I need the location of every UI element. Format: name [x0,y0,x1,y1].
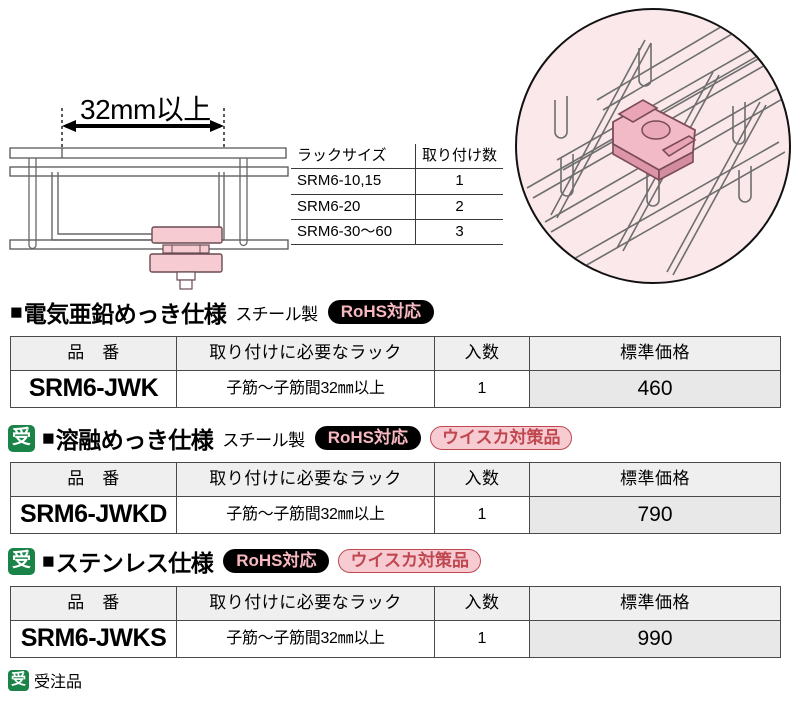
header-qty: 入数 [434,586,530,621]
header-price: 標準価格 [529,586,781,621]
square-bullet-icon: ■ [10,300,23,324]
rack-clamp-illustration [526,10,789,276]
table-row: ラックサイズ 取り付け数 [291,144,504,170]
section-header-1: ■ 電気亜鉛めっき仕様 スチール製 RoHS対応 [10,295,434,329]
made-to-order-badge: 受 [8,669,29,691]
cell-qty: 1 [434,496,530,534]
header-qty: 入数 [434,462,530,497]
table-row: SRM6-20 2 [291,194,504,220]
header-price: 標準価格 [529,336,781,371]
section-title: ステンレス仕様 [55,550,214,576]
header-qty: 入数 [434,336,530,371]
mount-count-value: 2 [415,194,504,220]
table-row: SRM6-JWK 子筋〜子筋間32㎜以上 1 460 [10,370,781,408]
rohs-badge: RoHS対応 [314,425,421,451]
cell-qty: 1 [434,620,530,658]
rack-cross-section-diagram [9,108,289,290]
rack-size-value: SRM6-30〜60 [291,219,416,246]
product-table-3: 品 番 取り付けに必要なラック 入数 標準価格 SRM6-JWKS 子筋〜子筋間… [10,586,781,658]
cell-model: SRM6-JWKD [10,496,177,534]
dimension-label: 32mm以上 [80,94,211,125]
section-header-2: 受 ■ 溶融めっき仕様 スチール製 RoHS対応 ウイスカ対策品 [8,421,573,455]
rack-size-header: ラックサイズ [291,144,416,170]
section-header-3: 受 ■ ステンレス仕様 RoHS対応 ウイスカ対策品 [8,544,481,578]
table-row: SRM6-JWKD 子筋〜子筋間32㎜以上 1 790 [10,496,781,534]
whisker-badge: ウイスカ対策品 [429,425,573,451]
square-bullet-icon: ■ [42,426,55,450]
rack-size-value: SRM6-20 [291,194,416,220]
material-label: スチール製 [222,430,305,450]
header-rack: 取り付けに必要なラック [176,586,435,621]
table-header-row: 品 番 取り付けに必要なラック 入数 標準価格 [10,336,781,371]
rack-size-table: ラックサイズ 取り付け数 SRM6-10,15 1 SRM6-20 2 SRM6… [291,144,504,246]
header-model: 品 番 [10,586,177,621]
footnote-label: 受注品 [34,674,83,691]
whisker-badge: ウイスカ対策品 [338,548,481,574]
material-label: スチール製 [235,304,318,324]
cell-model: SRM6-JWKS [10,620,177,658]
mount-count-value: 1 [415,168,504,195]
table-header-row: 品 番 取り付けに必要なラック 入数 標準価格 [10,462,781,497]
footnote: 受 受注品 [8,668,82,692]
cell-rack: 子筋〜子筋間32㎜以上 [176,370,435,408]
product-table-1: 品 番 取り付けに必要なラック 入数 標準価格 SRM6-JWK 子筋〜子筋間3… [10,336,781,408]
header-model: 品 番 [10,462,177,497]
cell-price: 460 [529,370,781,408]
rohs-badge: RoHS対応 [223,548,330,574]
product-photo-circle [515,8,791,284]
header-model: 品 番 [10,336,177,371]
cell-rack: 子筋〜子筋間32㎜以上 [176,496,435,534]
cell-qty: 1 [434,370,530,408]
table-row: SRM6-JWKS 子筋〜子筋間32㎜以上 1 990 [10,620,781,658]
square-bullet-icon: ■ [42,549,55,573]
made-to-order-badge: 受 [8,424,35,452]
table-header-row: 品 番 取り付けに必要なラック 入数 標準価格 [10,586,781,621]
section-title: 溶融めっき仕様 [55,427,214,453]
header-price: 標準価格 [529,462,781,497]
rack-size-value: SRM6-10,15 [291,168,416,195]
header-rack: 取り付けに必要なラック [176,336,435,371]
top-illustration-area: 32mm以上 ラックサイズ 取り付け数 SRM6-10,15 1 SRM6-20… [0,0,800,290]
product-table-2: 品 番 取り付けに必要なラック 入数 標準価格 SRM6-JWKD 子筋〜子筋間… [10,462,781,534]
mount-count-header: 取り付け数 [415,144,504,170]
cell-model: SRM6-JWK [10,370,177,408]
mount-count-value: 3 [415,219,504,246]
cell-price: 790 [529,496,781,534]
table-row: SRM6-10,15 1 [291,168,504,195]
table-row: SRM6-30〜60 3 [291,219,504,246]
cell-price: 990 [529,620,781,658]
header-rack: 取り付けに必要なラック [176,462,435,497]
rohs-badge: RoHS対応 [327,299,434,325]
section-title: 電気亜鉛めっき仕様 [23,301,227,327]
cell-rack: 子筋〜子筋間32㎜以上 [176,620,435,658]
made-to-order-badge: 受 [8,547,35,575]
